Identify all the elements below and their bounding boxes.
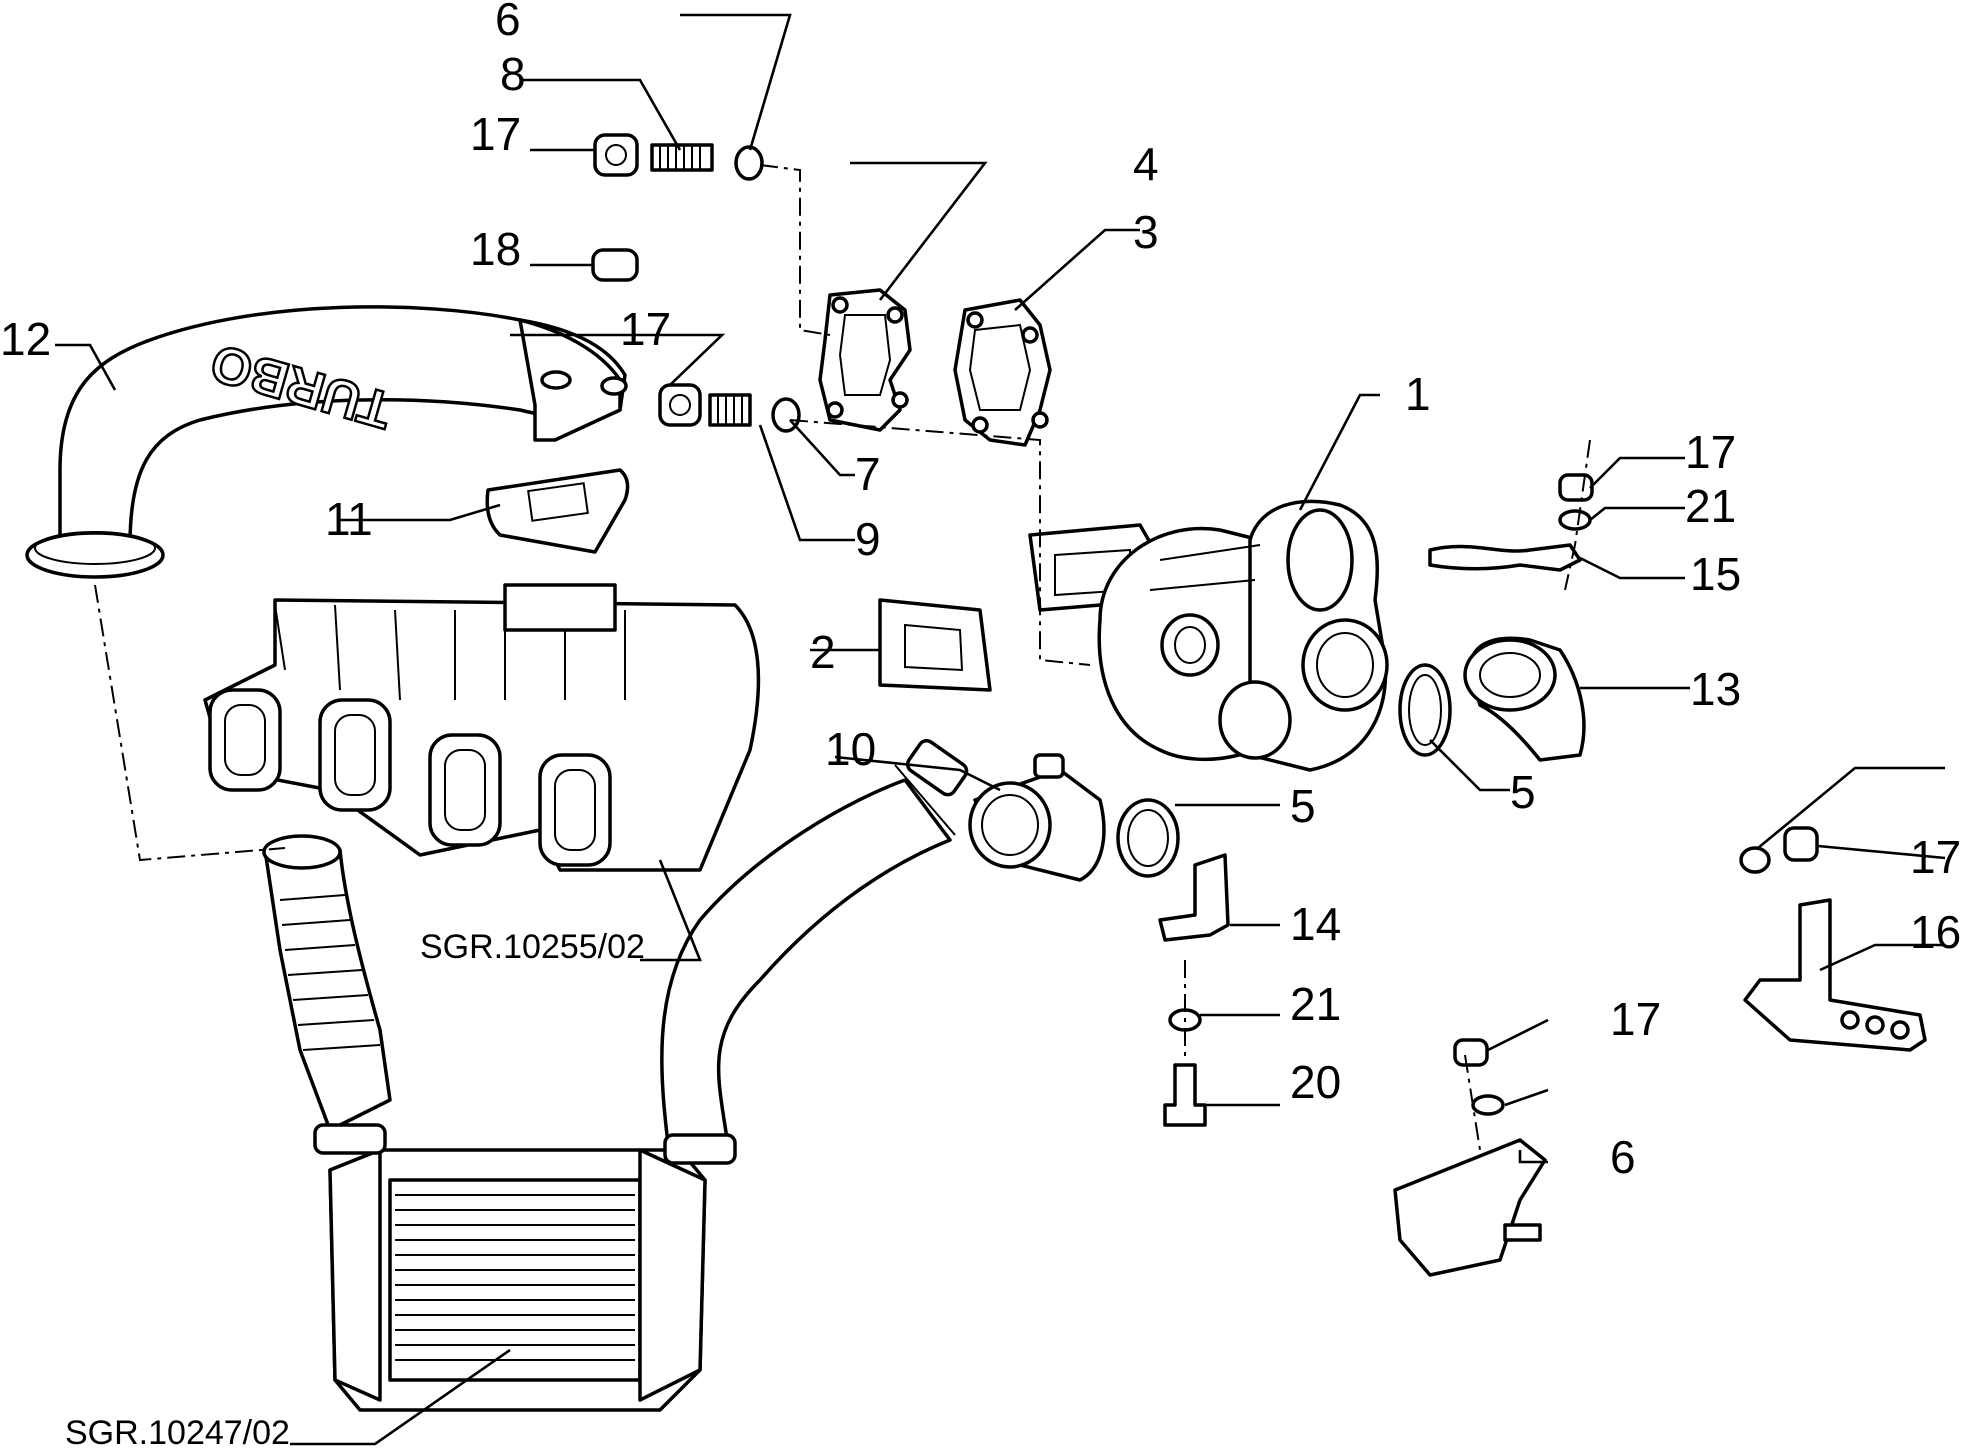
leader-lines <box>55 13 1946 1446</box>
callout-10: 13 <box>1690 663 1741 715</box>
callout-17: 17 <box>470 108 521 160</box>
outlet-elbow <box>1463 636 1586 762</box>
washer-14 <box>1558 509 1592 531</box>
o-ring-a <box>1398 663 1452 757</box>
bracket-15 <box>1393 1138 1547 1277</box>
callout-5: 5 <box>1290 780 1316 832</box>
group-ref-manifold: SGR.10255/02 <box>420 928 645 966</box>
stud-15 <box>1503 1223 1542 1242</box>
bolt-19 <box>1163 1063 1207 1127</box>
callout-15: 6 <box>1610 1131 1636 1183</box>
callout-9: 10 <box>825 723 876 775</box>
callout-13: 14 <box>1290 898 1341 950</box>
callout-2: 2 <box>810 626 836 678</box>
callout-6: 6 <box>495 0 521 45</box>
center-lines <box>94 164 1591 1151</box>
washer-16 <box>1739 846 1771 874</box>
nut-14 <box>1558 473 1594 502</box>
flange-gasket <box>485 468 630 554</box>
nut-16 <box>1783 826 1819 862</box>
nut-15 <box>1453 1038 1489 1067</box>
turbocharger <box>1028 499 1389 772</box>
callout-3: 3 <box>1133 206 1159 258</box>
group-ref-intercooler: SGR.10247/02 <box>65 1414 290 1452</box>
intercooler-assembly <box>262 738 969 1412</box>
callout-18: 18 <box>470 223 521 275</box>
inlet-elbow <box>968 753 1106 882</box>
callout-8: 9 <box>855 513 881 565</box>
callout-17: 17 <box>1685 426 1736 478</box>
callout-5: 5 <box>1510 766 1536 818</box>
callout-4: 4 <box>1133 138 1159 190</box>
gasket-2 <box>878 598 992 692</box>
callout-12: 12 <box>0 313 51 365</box>
callout-20: 21 <box>1290 978 1341 1030</box>
callout-17: 17 <box>1610 993 1661 1045</box>
exhaust-manifold <box>203 583 761 872</box>
callout-7: 8 <box>500 48 526 100</box>
bracket-14 <box>1428 543 1582 572</box>
callout-14: 15 <box>1690 548 1741 600</box>
washer-15 <box>1471 1094 1505 1116</box>
callout-11: 11 <box>325 493 373 545</box>
callout-19: 20 <box>1290 1056 1341 1108</box>
callout-20: 21 <box>1685 480 1736 532</box>
bracket-13 <box>1158 853 1230 942</box>
flange-3 <box>953 298 1052 447</box>
flange-4 <box>818 288 912 432</box>
callout-6: 7 <box>855 448 881 500</box>
callout-1: 1 <box>1405 368 1431 420</box>
callout-17: 17 <box>1910 831 1961 883</box>
callout-16: 16 <box>1910 906 1961 958</box>
callout-17: 17 <box>620 303 671 355</box>
hardware-top <box>591 133 801 433</box>
